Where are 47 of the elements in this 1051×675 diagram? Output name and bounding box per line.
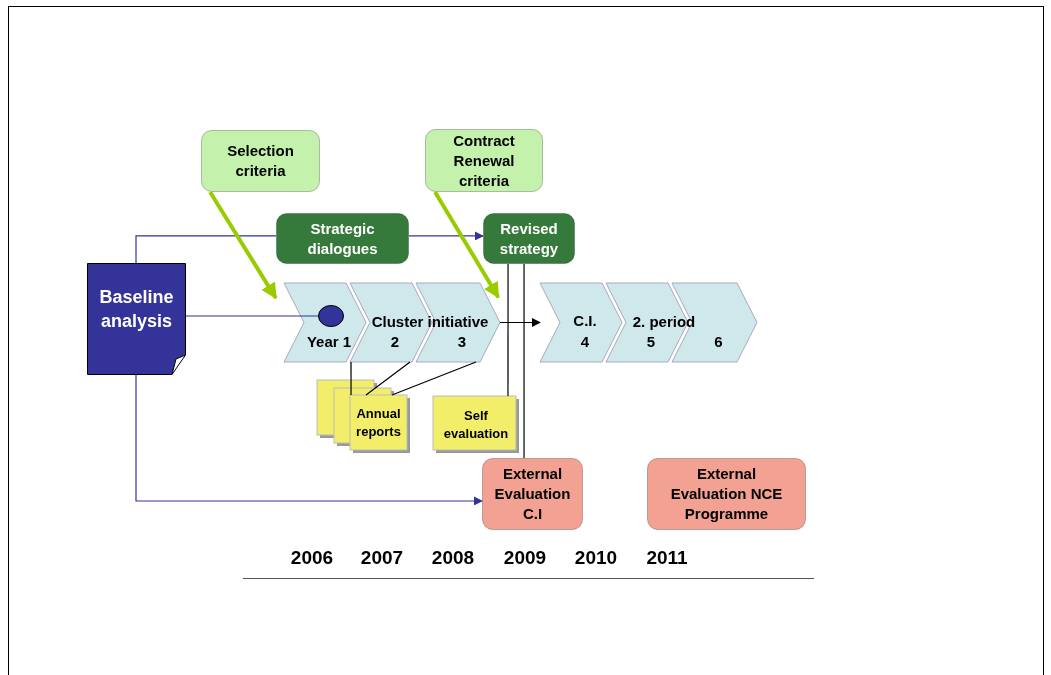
year-label: 2011 (646, 547, 688, 569)
connector-line (365, 361, 411, 396)
document-shape (87, 263, 186, 375)
node-text: Selection criteria (226, 141, 295, 181)
node-text: 4 (579, 332, 591, 352)
circle-marker (318, 305, 344, 327)
node-text: 5 (645, 332, 657, 352)
phase-label: 2. period (632, 312, 696, 330)
sticky-note (433, 396, 519, 453)
connector-line (185, 315, 319, 317)
node-text: 6 (713, 332, 724, 352)
year-label: 2010 (574, 547, 618, 569)
year-label: 2007 (360, 547, 404, 569)
node-text: Strategic dialogues (306, 218, 379, 259)
node-text: C.I. (572, 311, 598, 331)
criteria-box (201, 130, 320, 192)
arrow (135, 374, 483, 506)
phase-label: Cluster initiative (371, 312, 489, 330)
node-text: Contract Renewal criteria (452, 130, 516, 191)
process-box (276, 213, 409, 264)
evaluation-box (647, 458, 806, 530)
sticky-note-stack (317, 380, 410, 453)
chevron-step (540, 283, 622, 362)
connector-line (523, 263, 525, 459)
node-text: External Evaluation C.I (493, 464, 572, 524)
node-text: 2 (389, 332, 401, 352)
arrow (208, 190, 278, 300)
node-text: Baseline analysis (98, 286, 175, 333)
node-text: Self evaluation (442, 406, 510, 443)
arrow (499, 318, 541, 327)
criteria-box (425, 129, 543, 192)
arrow (433, 190, 501, 299)
node-text: Revised strategy (498, 218, 560, 259)
year-label: 2006 (290, 547, 334, 569)
node-text: External Evaluation NCE Programme (669, 464, 784, 524)
arrow (408, 231, 484, 241)
year-label: 2009 (503, 547, 547, 569)
connector-line (391, 361, 477, 396)
node-text: Year 1 (305, 332, 353, 352)
node-text: Annual reports (355, 404, 402, 441)
connector-line (135, 235, 277, 264)
year-label: 2008 (431, 547, 475, 569)
node-text: 3 (456, 332, 468, 352)
connector-line (507, 263, 509, 397)
connector-line (350, 361, 352, 396)
evaluation-box (482, 458, 583, 530)
process-box (483, 213, 575, 264)
